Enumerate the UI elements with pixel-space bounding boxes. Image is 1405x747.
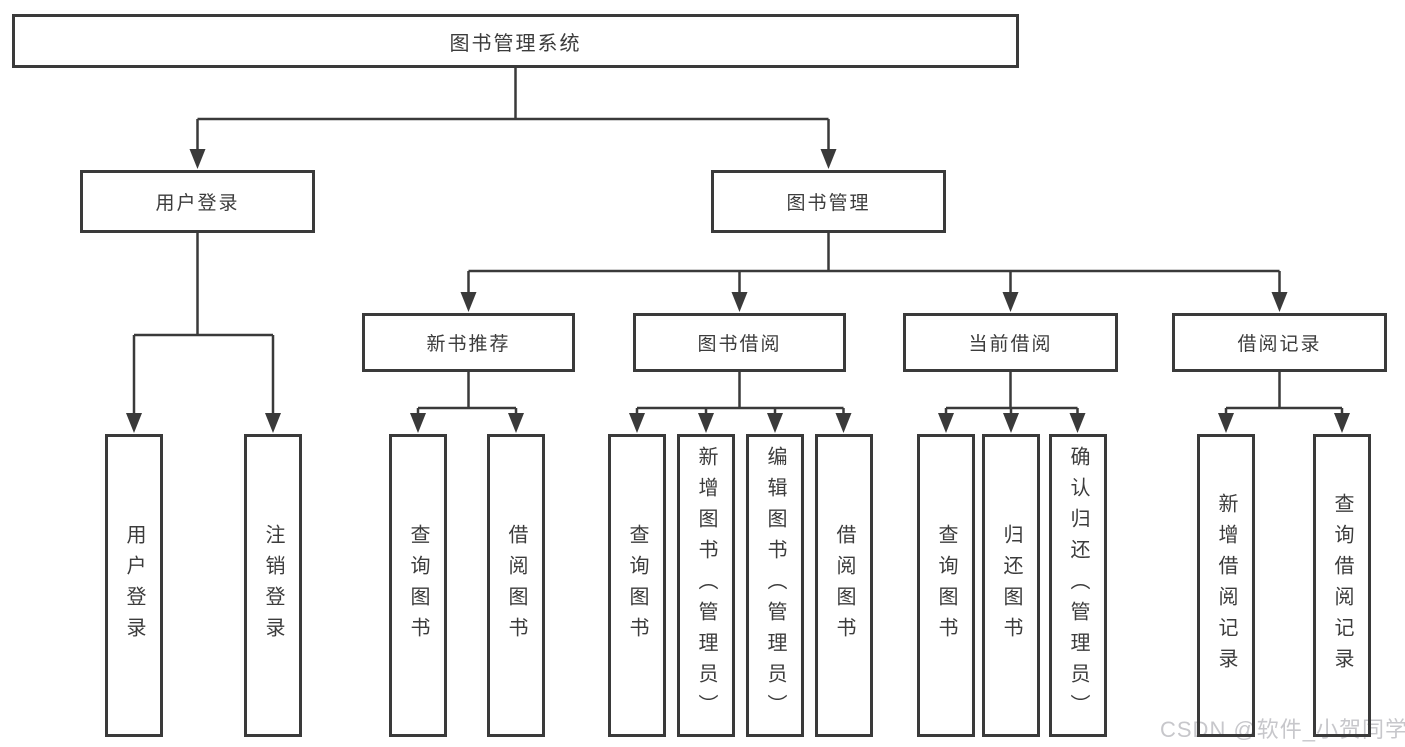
arrow-down-icon: [698, 413, 714, 433]
node-new-book-recommendation: 新书推荐: [362, 313, 575, 372]
arrow-down-icon: [629, 413, 645, 433]
arrow-down-icon: [126, 413, 142, 433]
connector-bookborrow-to-leaves: [635, 372, 845, 416]
connector-newbookrec-to-leaves: [416, 372, 518, 416]
arrow-down-icon: [820, 149, 837, 169]
connector-userlogin-to-leaves: [132, 233, 275, 416]
leaf-confirm-return-admin: 确认归还（管理员）: [1049, 434, 1107, 737]
arrow-down-icon: [460, 292, 477, 312]
leaf-add-books-admin: 新增图书（管理员）: [677, 434, 735, 737]
leaf-query-books-2: 查询图书: [608, 434, 666, 737]
arrow-down-icon: [1003, 413, 1019, 433]
node-borrowing-records: 借阅记录: [1172, 313, 1387, 372]
leaf-user-login: 用户登录: [105, 434, 163, 737]
leaf-logout: 注销登录: [244, 434, 302, 737]
leaf-return-books: 归还图书: [982, 434, 1040, 737]
arrow-down-icon: [508, 413, 524, 433]
connector-root-to-level2: [196, 68, 830, 151]
arrow-down-icon: [767, 413, 783, 433]
arrow-down-icon: [265, 413, 281, 433]
node-book-management: 图书管理: [711, 170, 946, 233]
watermark: CSDN @软件_小贺同学: [1160, 717, 1405, 742]
leaf-borrow-books-2: 借阅图书: [815, 434, 873, 737]
arrow-down-icon: [1218, 413, 1234, 433]
node-user-login: 用户登录: [80, 170, 315, 233]
connector-bookmgmt-to-level3: [467, 233, 1281, 294]
arrow-down-icon: [1069, 413, 1086, 433]
arrow-down-icon: [835, 413, 852, 433]
arrowheads: [126, 149, 1350, 433]
arrow-down-icon: [1002, 292, 1019, 312]
leaf-add-borrow-record: 新增借阅记录: [1197, 434, 1255, 737]
arrow-down-icon: [410, 413, 426, 433]
node-book-borrowing: 图书借阅: [633, 313, 846, 372]
leaf-query-borrow-record: 查询借阅记录: [1313, 434, 1371, 737]
arrow-down-icon: [938, 413, 954, 433]
leaf-query-books-1: 查询图书: [389, 434, 447, 737]
arrow-down-icon: [1334, 413, 1350, 433]
connector-currentborrow-to-leaves: [944, 372, 1079, 416]
arrow-down-icon: [731, 292, 748, 312]
node-library-management-system: 图书管理系统: [12, 14, 1019, 68]
connector-borrowrecords-to-leaves: [1224, 372, 1344, 416]
arrow-down-icon: [1271, 292, 1288, 312]
leaf-query-books-3: 查询图书: [917, 434, 975, 737]
leaf-edit-books-admin: 编辑图书（管理员）: [746, 434, 804, 737]
node-current-borrowing: 当前借阅: [903, 313, 1118, 372]
arrow-down-icon: [189, 149, 206, 169]
leaf-borrow-books-1: 借阅图书: [487, 434, 545, 737]
